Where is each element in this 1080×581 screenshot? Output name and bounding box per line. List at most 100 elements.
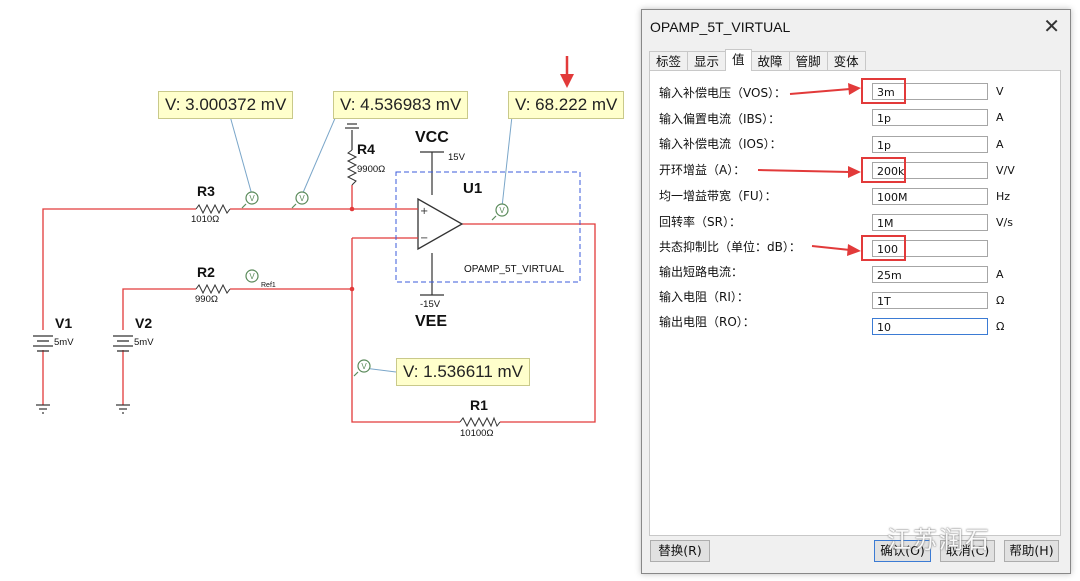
tab-pins[interactable]: 管脚 <box>788 51 828 71</box>
v1-ref: V1 <box>55 315 72 331</box>
probe-glyph: V <box>499 206 505 215</box>
r3-symbol[interactable] <box>195 203 231 215</box>
tab-bar: 标签 显示 值 故障 管脚 变体 <box>649 49 866 71</box>
u1-outline <box>395 171 581 283</box>
junction-dot <box>349 206 355 212</box>
vcc-value: 15V <box>448 152 466 163</box>
help-button[interactable]: 帮助(H) <box>1004 540 1059 562</box>
param-unit-gain: V/V <box>996 164 1015 177</box>
ok-button[interactable]: 确认(O) <box>874 540 931 562</box>
opamp-plus-sign: + <box>420 206 428 217</box>
param-unit-ibs: A <box>996 111 1004 124</box>
param-field-ri[interactable]: 1T <box>872 292 988 309</box>
probe-icon[interactable] <box>245 269 259 283</box>
r3-value: 1010Ω <box>191 214 219 225</box>
probe-readout-r4: V: 4.536983 mV <box>333 91 469 119</box>
u1-model: OPAMP_5T_VIRTUAL <box>464 264 565 275</box>
watermark-text: 江苏润石 <box>887 526 991 554</box>
param-label-sr: 回转率（SR）： <box>659 215 741 229</box>
ground-icon <box>36 404 50 414</box>
highlight-box-vos <box>861 78 906 104</box>
wires <box>42 185 596 423</box>
tab-variant[interactable]: 变体 <box>826 51 866 71</box>
param-unit-ri: Ω <box>996 294 1005 307</box>
opamp-minus-sign: − <box>420 233 428 244</box>
r2-ref: R2 <box>197 264 215 280</box>
probe-icon[interactable] <box>357 359 371 373</box>
probe-icon[interactable] <box>495 203 509 217</box>
cancel-button[interactable]: 取消(C) <box>940 540 995 562</box>
ground-icon <box>116 404 130 414</box>
r1-value: 10100Ω <box>460 428 494 439</box>
probe-readout-feedback: V: 1.536611 mV <box>396 358 531 386</box>
param-unit-ios: A <box>996 138 1004 151</box>
close-icon[interactable]: ✕ <box>1043 14 1060 38</box>
param-unit-sr: V/s <box>996 216 1013 229</box>
v2-symbol[interactable] <box>113 335 133 352</box>
param-label-ri: 输入电阻（RI）： <box>659 290 749 304</box>
param-unit-fu: Hz <box>996 190 1011 203</box>
param-field-vos[interactable]: 3m <box>872 83 988 100</box>
param-label-short-circuit: 输出短路电流： <box>659 265 744 279</box>
opamp-properties-dialog: OPAMP_5T_VIRTUAL ✕ 标签 显示 值 故障 管脚 变体 输入补偿… <box>641 9 1071 574</box>
r2-value: 990Ω <box>195 294 218 305</box>
highlight-box-cmrr <box>861 235 906 261</box>
probe-readout-output: V: 68.222 mV <box>508 91 625 119</box>
red-arrow-right-icon <box>847 244 861 256</box>
param-label-cmrr: 共态抑制比（单位：dB）： <box>659 240 801 254</box>
r1-ref: R1 <box>470 397 488 413</box>
param-field-gain[interactable]: 200k <box>872 162 988 179</box>
u1-ref: U1 <box>463 180 482 197</box>
junction-dot <box>349 286 355 292</box>
param-field-ro[interactable]: 10 <box>872 318 988 335</box>
schematic-canvas[interactable]: + − V V <box>0 0 640 581</box>
param-label-vos: 输入补偿电压（VOS）： <box>659 86 787 100</box>
r4-ref: R4 <box>357 141 375 157</box>
vee-value: -15V <box>420 299 441 310</box>
probe-glyph: V <box>299 194 305 203</box>
ref1-label: Ref1 <box>261 282 276 289</box>
vcc-ref: VCC <box>415 129 449 146</box>
highlight-box-gain <box>861 157 906 183</box>
param-label-ro: 输出电阻（RO）： <box>659 315 755 329</box>
param-unit-vos: V <box>996 85 1004 98</box>
param-label-gain: 开环增益（A）： <box>659 163 746 177</box>
red-arrow-right-icon <box>848 166 861 178</box>
probe-glyph: V <box>249 272 255 281</box>
value-panel: 输入补偿电压（VOS）： 3m V 输入偏置电流（IBS）： 1p A 输入补偿… <box>649 70 1061 536</box>
r4-value: 9900Ω <box>357 164 385 175</box>
r3-ref: R3 <box>197 183 215 199</box>
param-label-ios: 输入补偿电流（IOS）： <box>659 137 782 151</box>
v1-value: 5mV <box>54 337 74 348</box>
tab-value[interactable]: 值 <box>725 49 752 71</box>
v1-symbol[interactable] <box>33 335 53 352</box>
param-field-short-circuit[interactable]: 25m <box>872 266 988 283</box>
param-field-ios[interactable]: 1p <box>872 136 988 153</box>
probe-glyph: V <box>249 194 255 203</box>
param-label-fu: 均一增益带宽（FU）： <box>659 189 777 203</box>
opamp-symbol[interactable] <box>417 197 464 251</box>
param-field-cmrr[interactable]: 100 <box>872 240 988 257</box>
tab-fault[interactable]: 故障 <box>750 51 790 71</box>
param-unit-ro: Ω <box>996 320 1005 333</box>
vee-ref: VEE <box>415 313 447 330</box>
param-field-sr[interactable]: 1M <box>872 214 988 231</box>
replace-button[interactable]: 替换(R) <box>650 540 710 562</box>
r1-symbol[interactable] <box>459 416 501 428</box>
v2-value: 5mV <box>134 337 154 348</box>
black-wires <box>345 123 444 296</box>
param-field-fu[interactable]: 100M <box>872 188 988 205</box>
r4-symbol[interactable] <box>346 149 358 186</box>
probe-icon[interactable] <box>295 191 309 205</box>
tab-label[interactable]: 标签 <box>649 51 689 71</box>
red-arrow-down-icon <box>560 56 574 88</box>
annotation-arrows <box>757 83 861 256</box>
red-arrow-right-icon <box>848 83 861 95</box>
probe-readout-r3: V: 3.000372 mV <box>158 91 294 119</box>
param-field-ibs[interactable]: 1p <box>872 109 988 126</box>
dialog-title: OPAMP_5T_VIRTUAL <box>650 19 791 35</box>
param-unit-short-circuit: A <box>996 268 1004 281</box>
probe-icon[interactable] <box>245 191 259 205</box>
r2-symbol[interactable] <box>195 283 231 295</box>
tab-display[interactable]: 显示 <box>687 51 727 71</box>
